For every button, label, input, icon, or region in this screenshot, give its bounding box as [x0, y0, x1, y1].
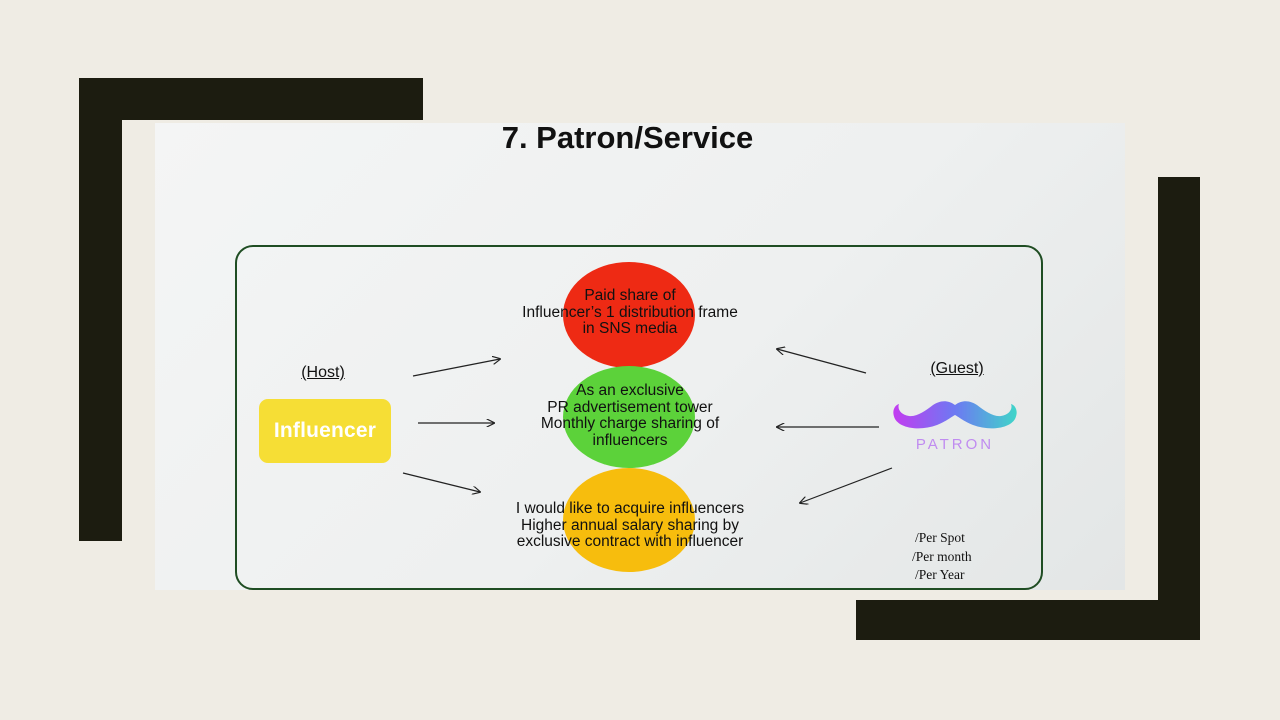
mustache-icon [893, 401, 1017, 429]
rate-per-year: /Per Year [915, 567, 965, 582]
patron-logo-text: PATRON [915, 436, 995, 453]
rate-per-spot: /Per Spot [915, 530, 965, 545]
service-circle-contract [563, 468, 695, 572]
service-circle-pr [563, 366, 695, 468]
influencer-box-label: Influencer [273, 419, 377, 442]
rates-list: /Per Spot /Per month /Per Year [912, 529, 995, 585]
rate-per-month: /Per month [912, 548, 972, 564]
diagram-frame [235, 245, 1043, 590]
guest-label: (Guest) [930, 360, 984, 377]
service-text-contract: I would like to acquire influencers High… [515, 500, 745, 550]
slide-content: 7. Patron/Service Paid share of Influenc… [155, 123, 1125, 590]
slide-title: 7. Patron/Service [501, 123, 754, 155]
influencer-box: Influencer [259, 399, 391, 463]
service-text-pr: As an exclusive PR advertisement tower M… [540, 382, 720, 449]
service-circle-sns [563, 262, 695, 368]
service-text-sns: Paid share of Influencer’s 1 distributio… [522, 287, 738, 337]
host-label: (Host) [301, 364, 345, 381]
